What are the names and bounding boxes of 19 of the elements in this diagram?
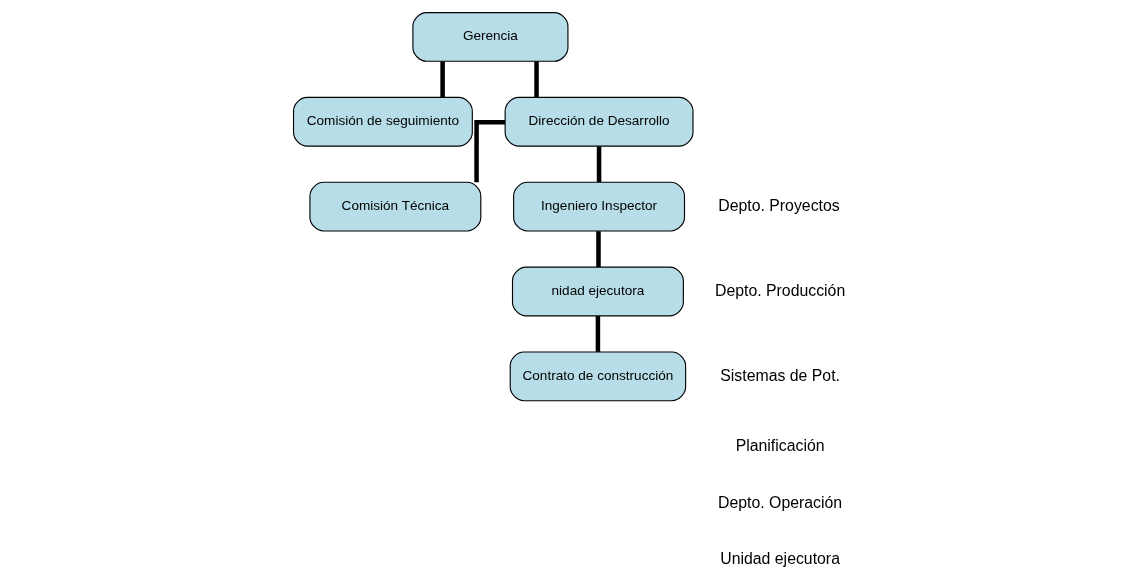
- node-box: nidad ejecutora: [511, 266, 684, 317]
- node-box: Ingeniero Inspector: [513, 181, 686, 232]
- connector: [474, 120, 505, 183]
- node-box: Dirección de Desarrollo: [504, 96, 694, 147]
- label: Depto. Producción: [714, 281, 846, 299]
- node-box: Contrato de construcción: [509, 351, 687, 402]
- connector: [596, 231, 601, 267]
- label: Planificación: [735, 437, 825, 455]
- label: Depto. Proyectos: [718, 196, 840, 214]
- label: Sistemas de Pot.: [720, 366, 840, 384]
- node-box: Comisión de seguimiento: [292, 96, 473, 147]
- label: Unidad ejecutora: [720, 550, 840, 568]
- node-box: Gerencia: [412, 12, 569, 62]
- connector: [534, 61, 539, 98]
- node-box: Comisión Técnica: [309, 181, 482, 232]
- connector: [595, 316, 601, 352]
- connector: [440, 61, 445, 98]
- connector: [596, 146, 602, 183]
- label: Depto. Operación: [718, 493, 843, 511]
